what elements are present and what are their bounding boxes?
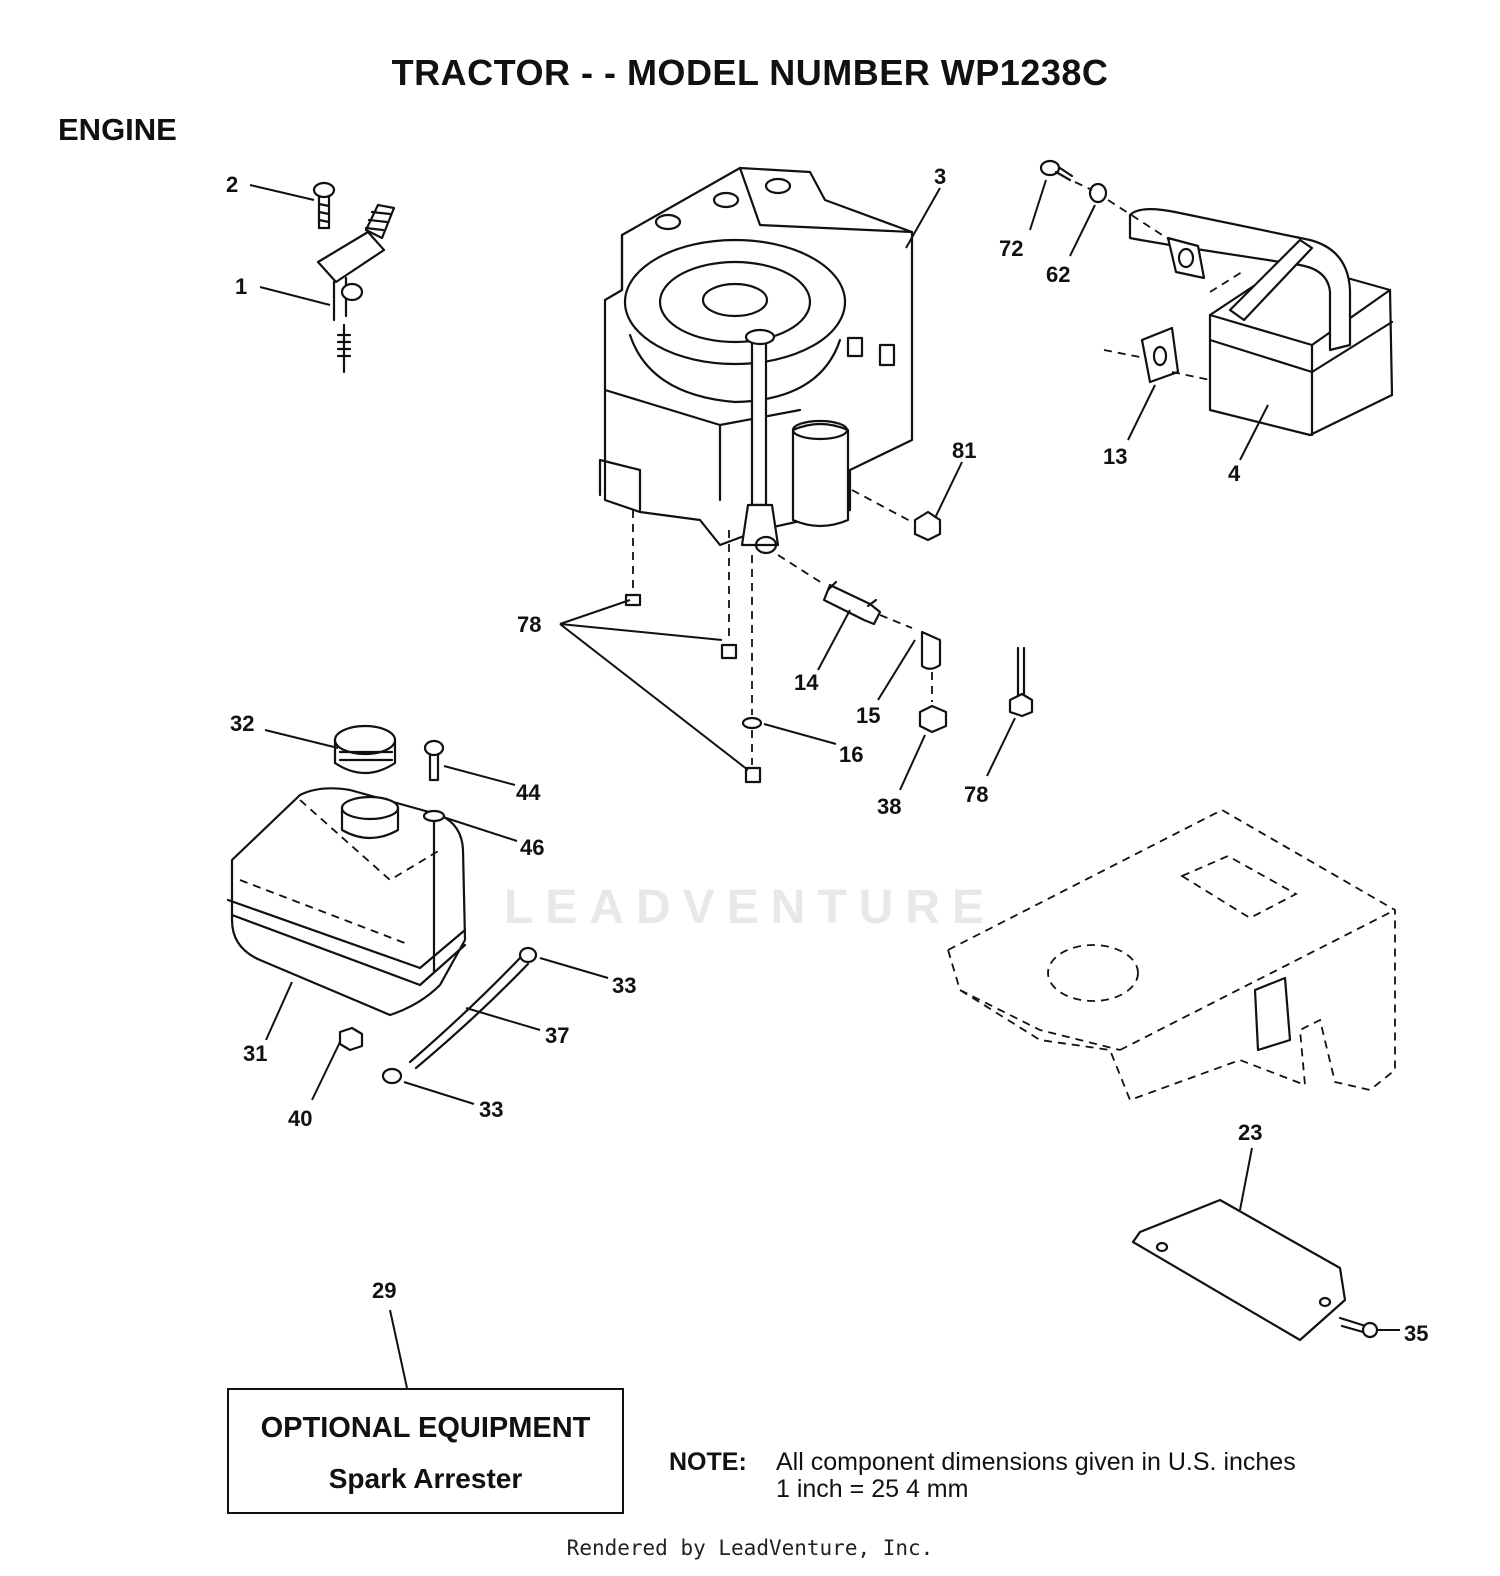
callout-labels: 2 1 3 72 62 13 4 81 78 14 15 16 38 78 32… — [226, 164, 1428, 1346]
callout-29: 29 — [372, 1278, 396, 1303]
heat-shield — [1131, 1198, 1379, 1342]
callout-38: 38 — [877, 794, 901, 819]
callout-16: 16 — [839, 742, 863, 767]
tractor-frame — [946, 808, 1396, 1102]
callout-1: 1 — [235, 274, 247, 299]
callout-3: 3 — [934, 164, 946, 189]
callout-2: 2 — [226, 172, 238, 197]
callout-4: 4 — [1228, 461, 1241, 486]
callout-44: 44 — [516, 780, 541, 805]
leader-lines — [249, 179, 1400, 1389]
callout-81: 81 — [952, 438, 976, 463]
footer-credit: Rendered by LeadVenture, Inc. — [566, 1536, 934, 1560]
callout-35: 35 — [1404, 1321, 1428, 1346]
engine — [598, 166, 914, 555]
callout-33-b: 33 — [479, 1097, 503, 1122]
callout-46: 46 — [520, 835, 544, 860]
callout-13: 13 — [1103, 444, 1127, 469]
callout-78-a: 78 — [517, 612, 541, 637]
note-label: NOTE: — [669, 1448, 747, 1476]
callout-78-b: 78 — [964, 782, 988, 807]
callout-23: 23 — [1238, 1120, 1262, 1145]
callout-31: 31 — [243, 1041, 267, 1066]
optional-equipment-box: OPTIONAL EQUIPMENT Spark Arrester — [227, 1388, 624, 1514]
optional-equipment-item: Spark Arrester — [328, 1463, 523, 1494]
callout-72: 72 — [999, 236, 1023, 261]
callout-32: 32 — [230, 711, 254, 736]
callout-14: 14 — [794, 670, 819, 695]
callout-62: 62 — [1046, 262, 1070, 287]
muffler-assembly — [1039, 159, 1394, 437]
engine-hardware — [624, 489, 1034, 784]
note-line-1: All component dimensions given in U.S. i… — [776, 1448, 1296, 1476]
callout-37: 37 — [545, 1023, 569, 1048]
callout-40: 40 — [288, 1106, 312, 1131]
section-heading: ENGINE — [58, 112, 177, 147]
throttle-control — [312, 181, 396, 374]
page-title: TRACTOR - - MODEL NUMBER WP1238C — [391, 52, 1109, 93]
callout-33-a: 33 — [612, 973, 636, 998]
fuel-tank-assembly — [226, 724, 538, 1085]
optional-equipment-heading: OPTIONAL EQUIPMENT — [260, 1412, 591, 1444]
callout-15: 15 — [856, 703, 880, 728]
watermark: LEADVENTURE — [503, 881, 997, 934]
note-line-2: 1 inch = 25 4 mm — [776, 1475, 969, 1503]
